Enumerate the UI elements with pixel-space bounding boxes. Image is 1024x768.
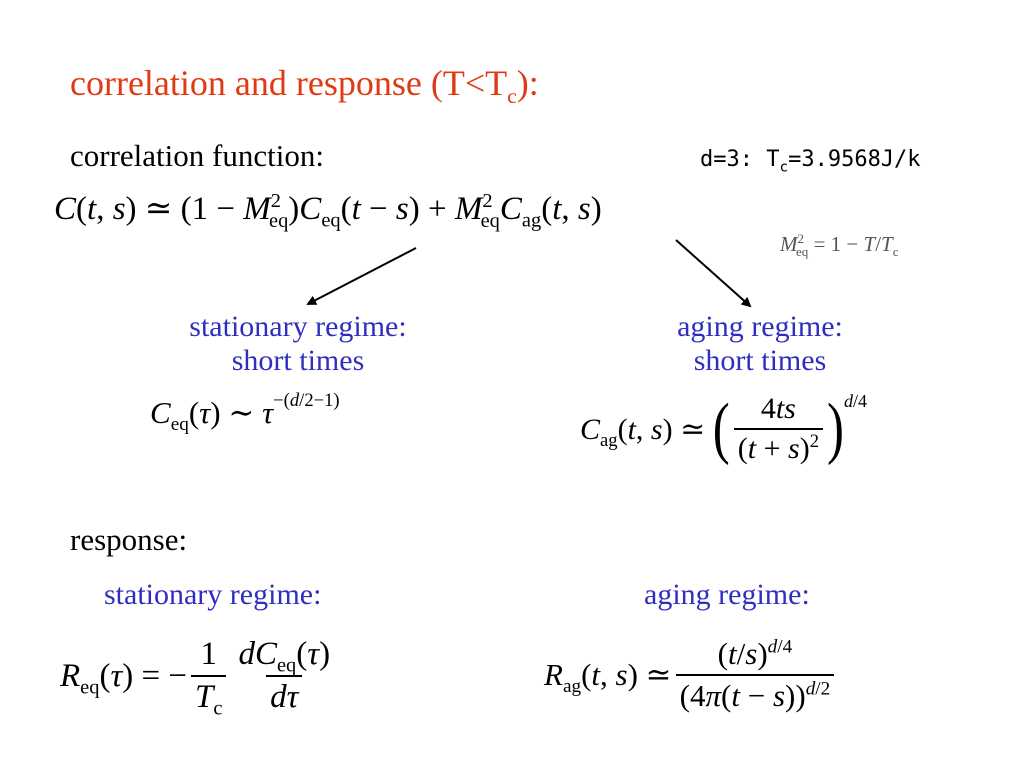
correlation-aging-times: short times (693, 344, 827, 377)
constants-prefix: d=3: T (700, 147, 780, 172)
correlation-stationary-block: stationary regime: short times (148, 310, 448, 378)
arrow-to-aging (675, 239, 752, 308)
aging-response-formula: Rag(t, s) ≃ (t/s)d/4(4π(t − s))d/2 (544, 636, 838, 714)
magnetization-formula: M2eq = 1 − T/Tc (780, 231, 899, 260)
constants-suffix: =3.9568J/k (788, 147, 921, 172)
stationary-correlation-formula: Ceq(τ) ∼ τ−(d/2−1) (150, 389, 340, 436)
correlation-formula: C(t, s) ≃ (1 − M2eq)Ceq(t − s) + M2eqCag… (54, 190, 602, 232)
correlation-aging-label: aging regime: (677, 310, 843, 343)
constants-line: d=3: Tc=3.9568J/k (700, 147, 921, 175)
slide-title: correlation and response (T<Tc): (70, 62, 539, 109)
correlation-heading: correlation function: (70, 138, 324, 173)
aging-correlation-formula: Cag(t, s) ≃ ( 4ts(t + s)2 ) d/4 (580, 390, 867, 467)
correlation-stationary-times: short times (231, 344, 365, 377)
title-subscript: c (507, 84, 517, 109)
correlation-aging-block: aging regime: short times (640, 310, 880, 378)
response-heading: response: (70, 522, 188, 557)
title-text: correlation and response (T<T (70, 63, 508, 103)
title-end: ): (516, 63, 539, 103)
response-aging-label: aging regime: (644, 578, 810, 611)
constants-subscript: c (779, 159, 789, 176)
correlation-stationary-label: stationary regime: (189, 310, 407, 343)
arrow-to-stationary (306, 247, 417, 305)
response-stationary-label: stationary regime: (104, 578, 322, 611)
